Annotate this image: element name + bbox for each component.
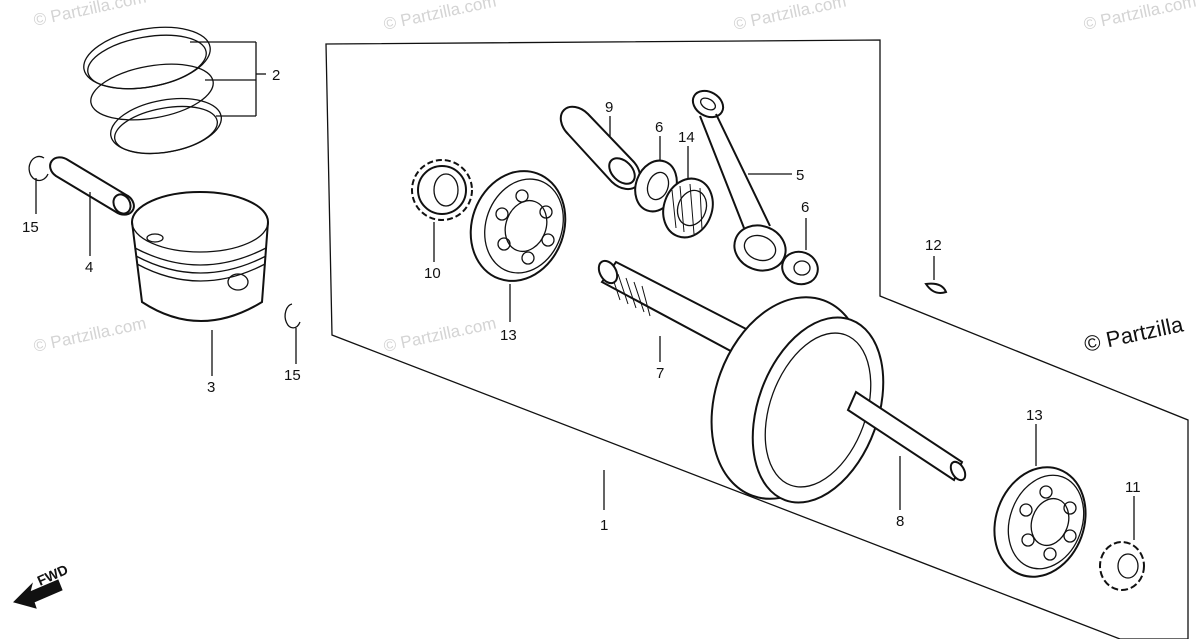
callout-14: 14 (678, 129, 695, 146)
piston-rings (83, 26, 266, 155)
assembly-outline (325, 39, 1189, 639)
thrust-washer-and-needle-bearing (634, 136, 714, 239)
piston-pin (49, 156, 135, 256)
callout-4: 4 (85, 259, 93, 276)
watermark-2: © Partzilla.com (382, 0, 498, 34)
callout-7: 7 (656, 365, 664, 382)
callout-13b: 13 (1026, 407, 1043, 424)
crank-bearing-left (469, 170, 567, 322)
crank-bearing-right (993, 424, 1087, 578)
callout-3: 3 (207, 379, 215, 396)
thrust-washer-right (781, 218, 819, 286)
callout-15b: 15 (284, 367, 301, 384)
piston (131, 191, 269, 376)
callouts: 1 2 3 4 5 6 6 7 8 9 10 11 12 13 13 14 15… (22, 67, 1141, 534)
watermark-4: © Partzilla.com (1082, 0, 1198, 34)
callout-13a: 13 (500, 327, 517, 344)
watermark-edge: © Partzilla (1082, 311, 1186, 357)
callout-8: 8 (896, 513, 904, 530)
watermark-1: © Partzilla.com (32, 0, 148, 30)
callout-6a: 6 (655, 119, 663, 136)
callout-6b: 6 (801, 199, 809, 216)
connecting-rod (691, 89, 792, 272)
watermark-3: © Partzilla.com (732, 0, 848, 34)
callout-11: 11 (1125, 479, 1141, 496)
callout-5: 5 (796, 167, 804, 184)
watermark-6: © Partzilla.com (382, 314, 498, 356)
callout-10: 10 (424, 265, 441, 282)
piston-pin-clip-right (284, 303, 301, 329)
callout-12: 12 (925, 237, 942, 254)
callout-15a: 15 (22, 219, 39, 236)
crankshaft (597, 259, 967, 510)
piston-pin-clip-left (28, 155, 49, 182)
fwd-arrow-icon (13, 579, 63, 609)
watermark-5: © Partzilla.com (32, 314, 148, 356)
crank-pin (559, 105, 642, 191)
callout-2: 2 (272, 67, 280, 84)
callout-9: 9 (605, 99, 613, 116)
fwd-arrow: FWD (13, 561, 70, 609)
callout-1: 1 (600, 517, 608, 534)
lock-nut (1099, 496, 1145, 591)
timing-gear (411, 159, 473, 262)
woodruff-key (924, 256, 948, 294)
